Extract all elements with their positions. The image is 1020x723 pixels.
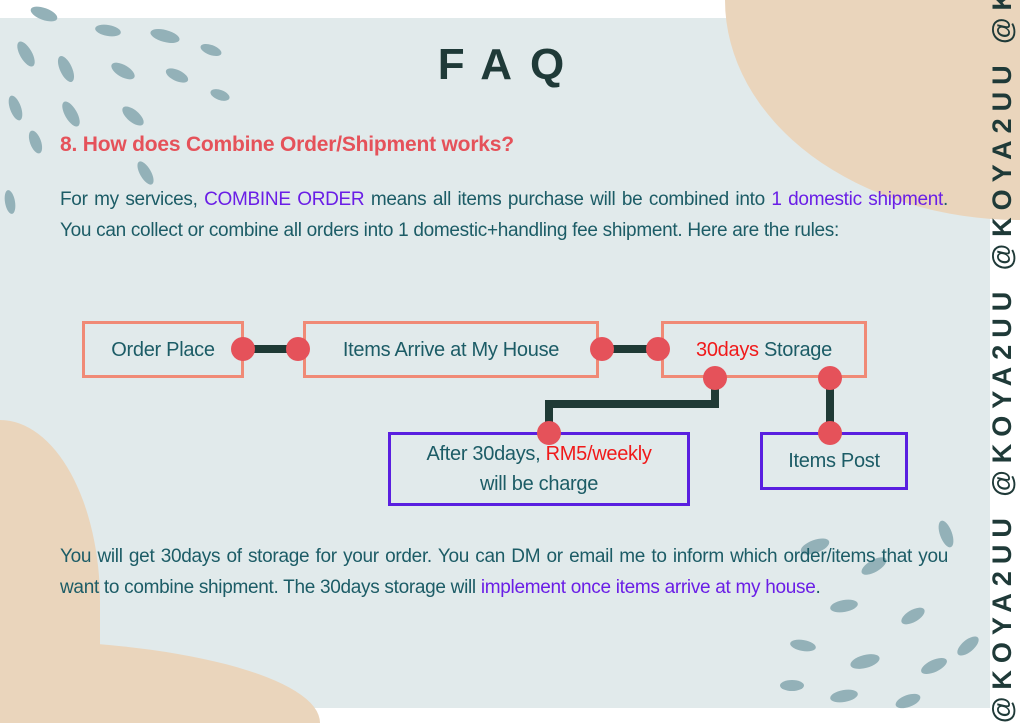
step-order-place: Order Place xyxy=(82,321,244,378)
faq-question: 8. How does Combine Order/Shipment works… xyxy=(60,133,514,156)
connector-line xyxy=(545,400,553,434)
outro-highlight: implement once items arrive at my house xyxy=(480,577,816,598)
intro-text: For my services, xyxy=(60,189,205,210)
connector-node xyxy=(818,366,842,390)
connector-node xyxy=(231,337,255,361)
intro-highlight-combine-order: COMBINE ORDER xyxy=(204,189,365,210)
intro-text: means all items purchase will be combine… xyxy=(364,189,772,210)
connector-line xyxy=(603,345,659,353)
page-title: FAQ xyxy=(437,40,583,89)
connector-line xyxy=(711,378,719,408)
step-storage: 30days Storage xyxy=(661,321,867,378)
outro-text: You will get 30days of storage for your … xyxy=(60,546,948,598)
connector-line xyxy=(243,345,303,353)
step-label: After 30days, xyxy=(426,443,546,465)
step-label: Storage xyxy=(758,338,832,361)
connector-node xyxy=(537,421,561,445)
outro-paragraph: You will get 30days of storage for your … xyxy=(60,541,948,603)
watermark-handle: @KOYA2UU @KOYA2UU @KOYA2UU @KOY xyxy=(987,0,1017,723)
step-label: Order Place xyxy=(111,338,215,361)
connector-node xyxy=(590,337,614,361)
intro-paragraph: For my services, COMBINE ORDER means all… xyxy=(60,184,948,246)
step-label: Items Arrive at My House xyxy=(342,338,560,361)
outro-text: . xyxy=(815,577,821,598)
step-items-arrive: Items Arrive at My House xyxy=(303,321,599,378)
intro-text: . You can collect or combine all orders … xyxy=(60,189,948,241)
intro-highlight-domestic-shipment: 1 domestic shipment xyxy=(771,189,943,210)
connector-node xyxy=(286,337,310,361)
step-after-30days: After 30days, RM5/weekly will be charge xyxy=(388,432,690,506)
connector-node xyxy=(703,366,727,390)
step-label: Items Post xyxy=(788,450,880,472)
connector-node xyxy=(646,337,670,361)
connector-line xyxy=(545,400,719,408)
step-label-highlight: 30days xyxy=(696,338,759,361)
connector-node xyxy=(818,421,842,445)
step-label-highlight: RM5/weekly xyxy=(545,443,652,465)
connector-line xyxy=(826,378,834,434)
step-label: will be charge xyxy=(479,473,599,495)
